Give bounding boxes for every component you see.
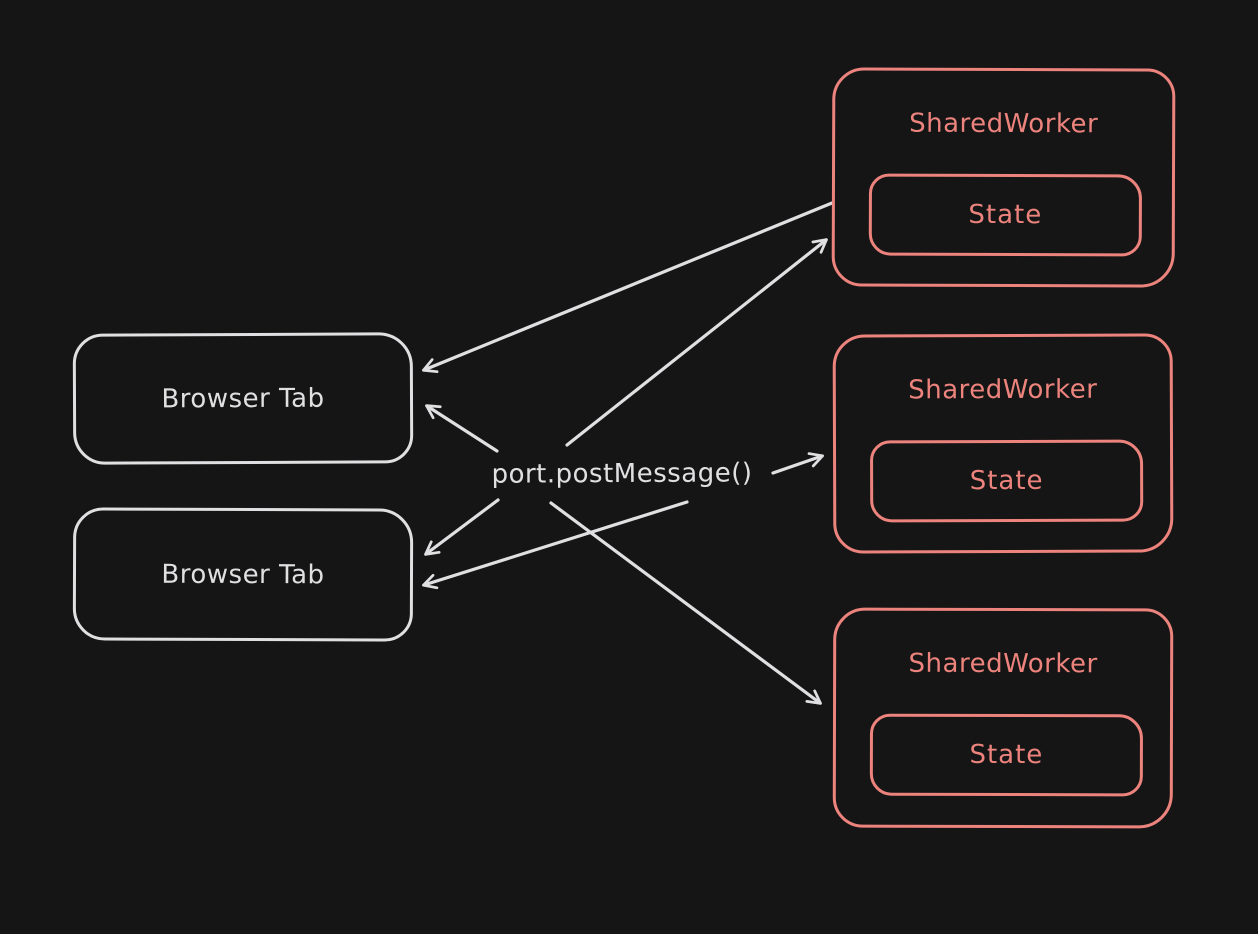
shared-worker-2-title: SharedWorker bbox=[908, 374, 1098, 406]
arrow-label-to-worker1 bbox=[565, 238, 828, 447]
arrow-label-to-worker2 bbox=[771, 452, 824, 475]
arrow-label-to-tab2 bbox=[424, 498, 500, 556]
shared-worker-3: SharedWorker State bbox=[832, 607, 1174, 829]
arrow-worker1-to-tab1 bbox=[422, 201, 834, 374]
browser-tab-1-label: Browser Tab bbox=[161, 383, 325, 414]
shared-worker-1-state-box: State bbox=[868, 173, 1143, 257]
shared-worker-1-state-label: State bbox=[968, 199, 1043, 231]
browser-tab-2-label: Browser Tab bbox=[161, 559, 325, 590]
port-postmessage-label: port.postMessage() bbox=[491, 458, 753, 490]
shared-worker-2-state-label: State bbox=[969, 465, 1044, 497]
shared-worker-1-title: SharedWorker bbox=[909, 108, 1099, 140]
shared-worker-3-state-box: State bbox=[869, 713, 1144, 797]
shared-worker-2-state-box: State bbox=[869, 439, 1144, 523]
browser-tab-2: Browser Tab bbox=[72, 507, 414, 642]
arrow-label-to-worker3 bbox=[549, 501, 822, 705]
shared-worker-3-state-label: State bbox=[969, 739, 1044, 771]
shared-worker-3-title: SharedWorker bbox=[908, 648, 1098, 680]
shared-worker-2: SharedWorker State bbox=[832, 333, 1174, 554]
arrow-center-to-tab2 bbox=[422, 500, 689, 590]
browser-tab-1: Browser Tab bbox=[72, 332, 414, 465]
arrow-label-to-tab1 bbox=[425, 404, 499, 453]
shared-worker-1: SharedWorker State bbox=[831, 67, 1176, 288]
